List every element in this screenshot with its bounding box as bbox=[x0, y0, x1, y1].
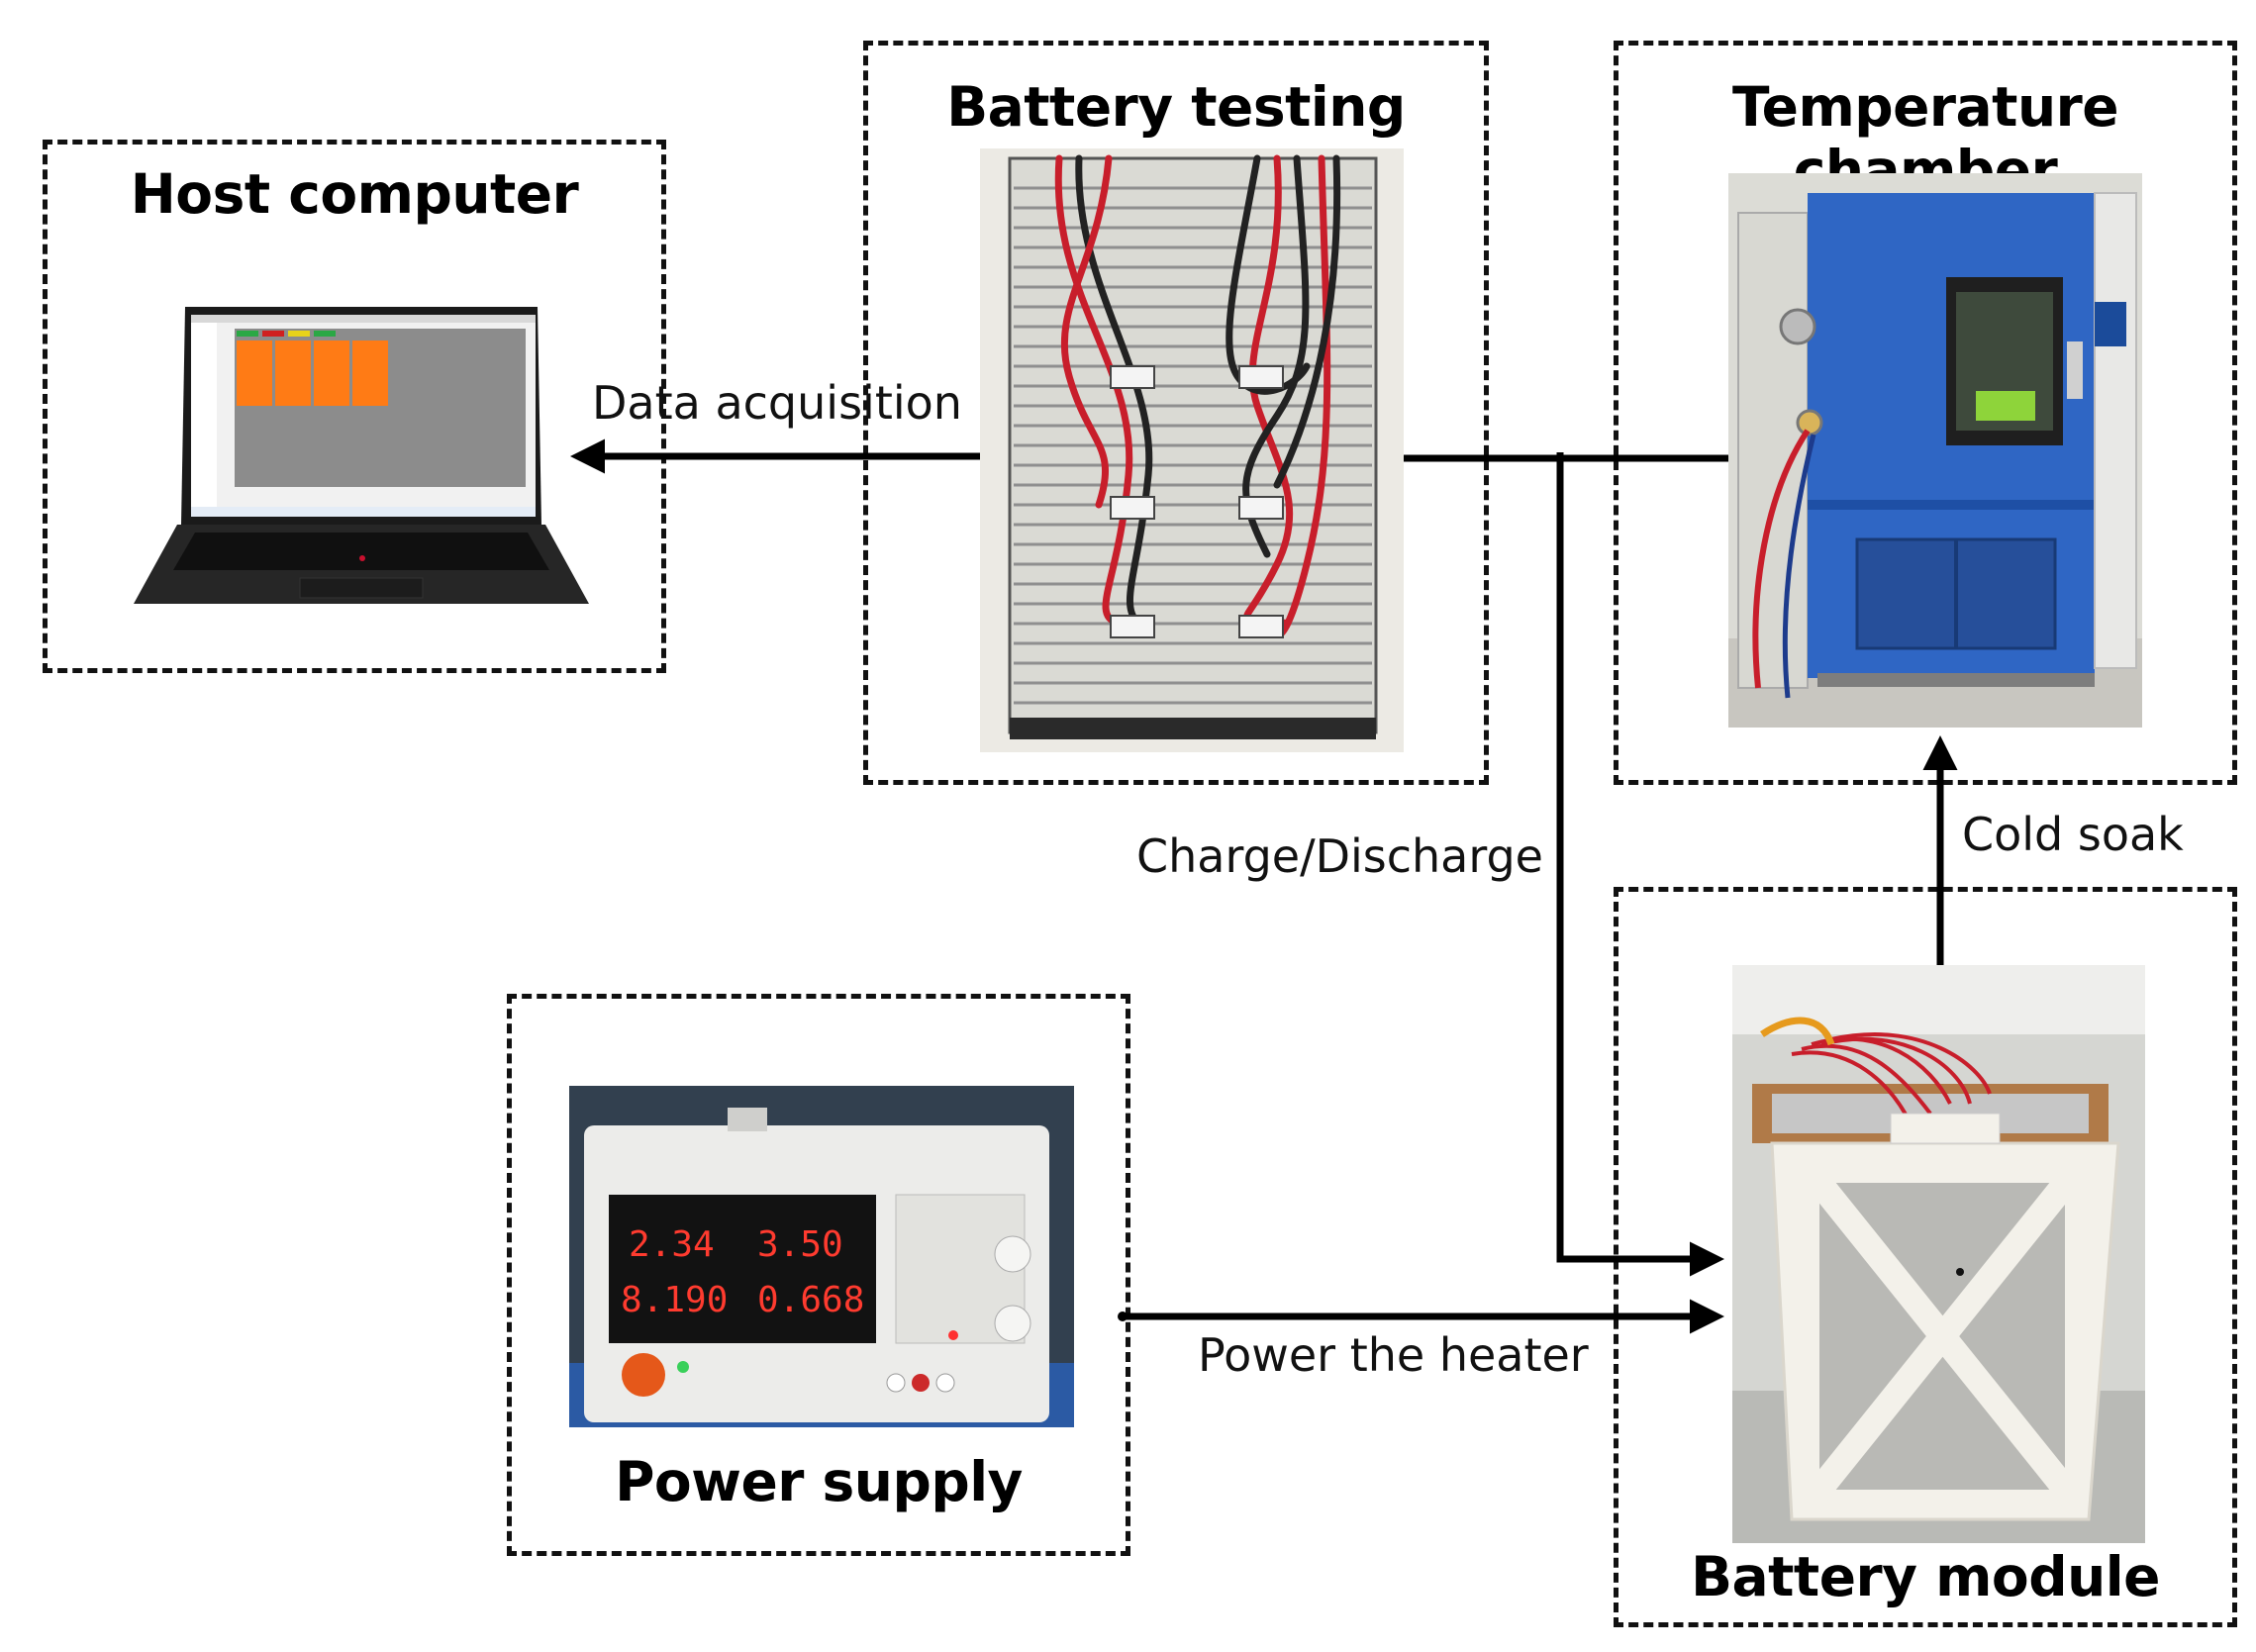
battery-testing-system-box: Battery testing system bbox=[863, 41, 1489, 785]
laptop-image bbox=[134, 305, 589, 607]
psu-display-voltage: 8.190 bbox=[621, 1280, 728, 1320]
battery-module-image bbox=[1732, 965, 2145, 1543]
host-computer-box: Host computer bbox=[43, 140, 666, 673]
data-acquisition-label: Data acquisition bbox=[592, 376, 962, 430]
temperature-chamber-box: Temperature chamber bbox=[1614, 41, 2237, 785]
battery-module-title: Battery module bbox=[1691, 1545, 2160, 1608]
power-supply-box: Power supply bbox=[507, 994, 1130, 1556]
host-computer-title: Host computer bbox=[130, 162, 579, 226]
cold-soak-label: Cold soak bbox=[1962, 808, 2184, 861]
charge-discharge-label: Charge/Discharge bbox=[1136, 829, 1543, 883]
psu-display-current: 0.668 bbox=[757, 1280, 864, 1320]
power-supply-image: 2.34 3.50 8.190 0.668 bbox=[569, 1086, 1074, 1427]
charge-discharge-line bbox=[1556, 452, 1724, 1277]
temperature-chamber-title: Temperature chamber bbox=[1731, 75, 2119, 202]
psu-display-voltage-set: 2.34 bbox=[629, 1224, 715, 1265]
power-heater-label: Power the heater bbox=[1198, 1328, 1589, 1382]
temperature-chamber-image bbox=[1728, 173, 2142, 728]
power-heater-origin bbox=[1118, 1312, 1128, 1321]
power-supply-title: Power supply bbox=[615, 1450, 1023, 1513]
psu-display-current-set: 3.50 bbox=[757, 1224, 843, 1265]
battery-tester-cabinet-image bbox=[980, 148, 1404, 752]
